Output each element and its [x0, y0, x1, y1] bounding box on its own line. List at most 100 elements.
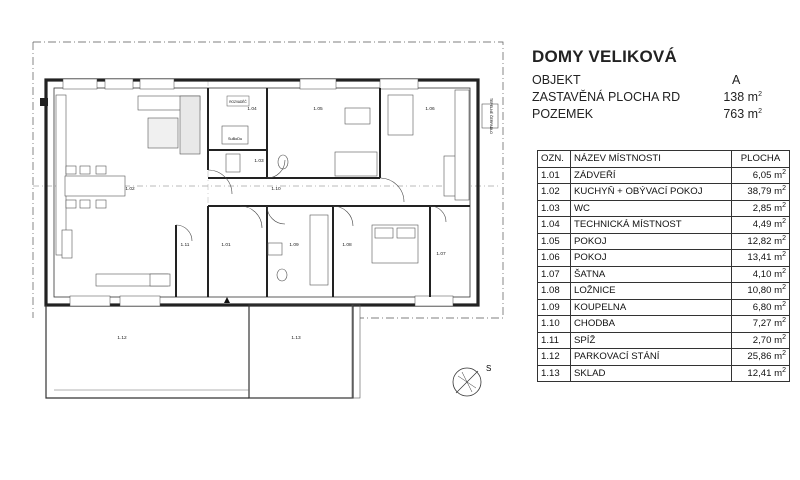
room-id: 1.07: [537, 265, 571, 283]
electric-panel: [226, 95, 250, 107]
room-label: 1.11: [181, 242, 190, 248]
room-label: 1.07: [436, 251, 446, 257]
room-label: 1.01: [221, 242, 231, 248]
room-id: 1.09: [537, 298, 571, 316]
room-name: KUCHYŇ + OBÝVACÍ POKOJ: [570, 183, 732, 201]
room-area: 4,10 m2: [731, 265, 790, 283]
room-label: 1.09: [289, 242, 299, 248]
room-id: 1.12: [537, 348, 571, 366]
room-label: 1.03: [254, 158, 264, 164]
room-area: 7,27 m2: [731, 315, 790, 333]
info-label: ZASTAVĚNÁ PLOCHA RD: [532, 90, 681, 104]
page-title: DOMY VELIKOVÁ: [532, 47, 677, 66]
room-id: 1.11: [537, 331, 571, 349]
plot-boundary: [33, 41, 504, 319]
room-label: 1.12: [117, 335, 127, 341]
room-name: PARKOVACÍ STÁNÍ: [570, 348, 732, 366]
room-id: 1.06: [537, 249, 571, 267]
room-area: 6,80 m2: [731, 298, 790, 316]
table-header-row: OZN. NÁZEV MÍSTNOSTI PLOCHA: [537, 150, 790, 168]
room-name: ŠATNA: [570, 265, 732, 283]
room-label: 1.04: [247, 106, 257, 112]
column-header: NÁZEV MÍSTNOSTI: [570, 150, 732, 168]
room-name: SKLAD: [570, 364, 732, 382]
room-name: LOŽNICE: [570, 282, 732, 300]
room-name: TECHNICKÁ MÍSTNOST: [570, 216, 732, 234]
info-label: OBJEKT: [532, 73, 581, 87]
room-area: 2,70 m2: [731, 331, 790, 349]
room-area: 12,41 m2: [731, 364, 790, 382]
living-furniture: [55, 94, 201, 287]
interior-walls: [175, 88, 470, 297]
room-area: 25,86 m2: [731, 348, 790, 366]
room-name: ZÁDVEŘÍ: [570, 166, 732, 184]
windows-top: [62, 78, 419, 90]
floor-plan: TEPELNÉ ČERPADLO ROZVADĚČ SuBoDu 1.01 1.…: [32, 41, 504, 399]
bedroom-furniture: [334, 89, 470, 264]
compass-icon: [452, 367, 482, 397]
room-label: 1.05: [313, 106, 323, 112]
room-area: 2,85 m2: [731, 199, 790, 217]
room-area: 12,82 m2: [731, 232, 790, 250]
room-label: 1.02: [125, 186, 135, 192]
garage-outline: [45, 304, 354, 399]
info-row-plot: POZEMEK 763 m2: [532, 107, 762, 123]
info-value: 138 m2: [723, 90, 762, 104]
column-header: PLOCHA: [731, 150, 790, 168]
room-name: KOUPELNA: [570, 298, 732, 316]
room-name: POKOJ: [570, 249, 732, 267]
compass-label: S: [486, 364, 491, 373]
heat-pump-label: TEPELNÉ ČERPADLO: [489, 98, 494, 134]
exterior-wall-inner: [53, 87, 471, 298]
room-label: 1.13: [291, 335, 301, 341]
column-header: OZN.: [537, 150, 571, 168]
room-id: 1.10: [537, 315, 571, 333]
room-label: 1.08: [342, 242, 352, 248]
room-area: 13,41 m2: [731, 249, 790, 267]
room-area: 10,80 m2: [731, 282, 790, 300]
room-name: POKOJ: [570, 232, 732, 250]
room-id: 1.13: [537, 364, 571, 382]
room-id: 1.02: [537, 183, 571, 201]
bathroom-fixtures: [221, 125, 329, 286]
room-id: 1.01: [537, 166, 571, 184]
legend-box: [40, 98, 48, 106]
room-id: 1.04: [537, 216, 571, 234]
room-label: 1.06: [425, 106, 435, 112]
info-row-object: OBJEKT A: [532, 73, 762, 89]
room-area: 6,05 m2: [731, 166, 790, 184]
room-area: 38,79 m2: [731, 183, 790, 201]
room-name: SPÍŽ: [570, 331, 732, 349]
room-id: 1.05: [537, 232, 571, 250]
room-name: WC: [570, 199, 732, 217]
room-id: 1.03: [537, 199, 571, 217]
electric-panel-label: ROZVADĚČ: [229, 99, 247, 104]
room-area: 4,49 m2: [731, 216, 790, 234]
info-row-built-area: ZASTAVĚNÁ PLOCHA RD 138 m2: [532, 90, 762, 106]
entrance-arrow: [224, 297, 230, 303]
room-id: 1.08: [537, 282, 571, 300]
info-label: POZEMEK: [532, 107, 594, 121]
shed-wall: [351, 304, 361, 399]
windows-bottom: [69, 295, 454, 307]
info-value: 763 m2: [723, 107, 762, 121]
room-label: 1.10: [271, 186, 281, 192]
doors: [175, 159, 447, 242]
info-value: A: [732, 73, 741, 87]
room-name: CHODBA: [570, 315, 732, 333]
heat-pump: [481, 103, 499, 129]
